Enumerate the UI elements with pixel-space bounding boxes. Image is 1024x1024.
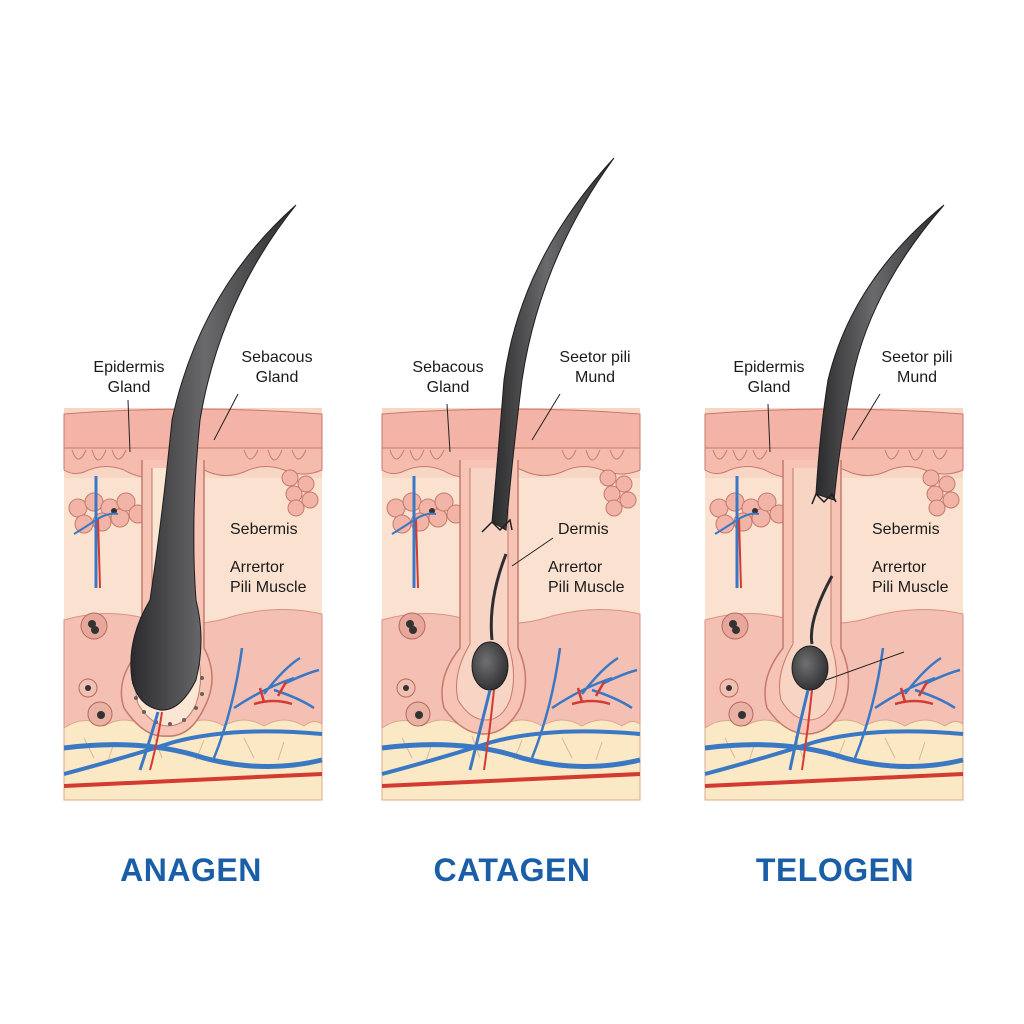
catagen-inner-label-2: Arrertor Pili Muscle (548, 559, 625, 596)
anagen-top-right-label: Sebacous Gland (241, 349, 313, 386)
anagen-inner-label-2: Arrertor Pili Muscle (230, 559, 307, 596)
telogen-phase-title: TELOGEN (755, 852, 915, 888)
anagen-inner-label-1: Sebermis (230, 521, 298, 538)
telogen-top-left-label: Epidermis Gland (733, 359, 805, 396)
catagen-top-right-label: Seetor pili Mund (559, 349, 631, 386)
anagen-top-left-label: Epidermis Gland (93, 359, 165, 396)
telogen-inner-label-2: Arrertor Pili Muscle (872, 559, 949, 596)
anagen-phase-title: ANAGEN (120, 852, 262, 888)
catagen-top-left-label: Sebacous Gland (412, 359, 484, 396)
catagen-inner-label-1: Dermis (558, 521, 609, 538)
catagen-phase-title: CATAGEN (433, 852, 591, 888)
telogen-top-right-label: Seetor pili Mund (881, 349, 953, 386)
telogen-inner-label-1: Sebermis (872, 521, 940, 538)
